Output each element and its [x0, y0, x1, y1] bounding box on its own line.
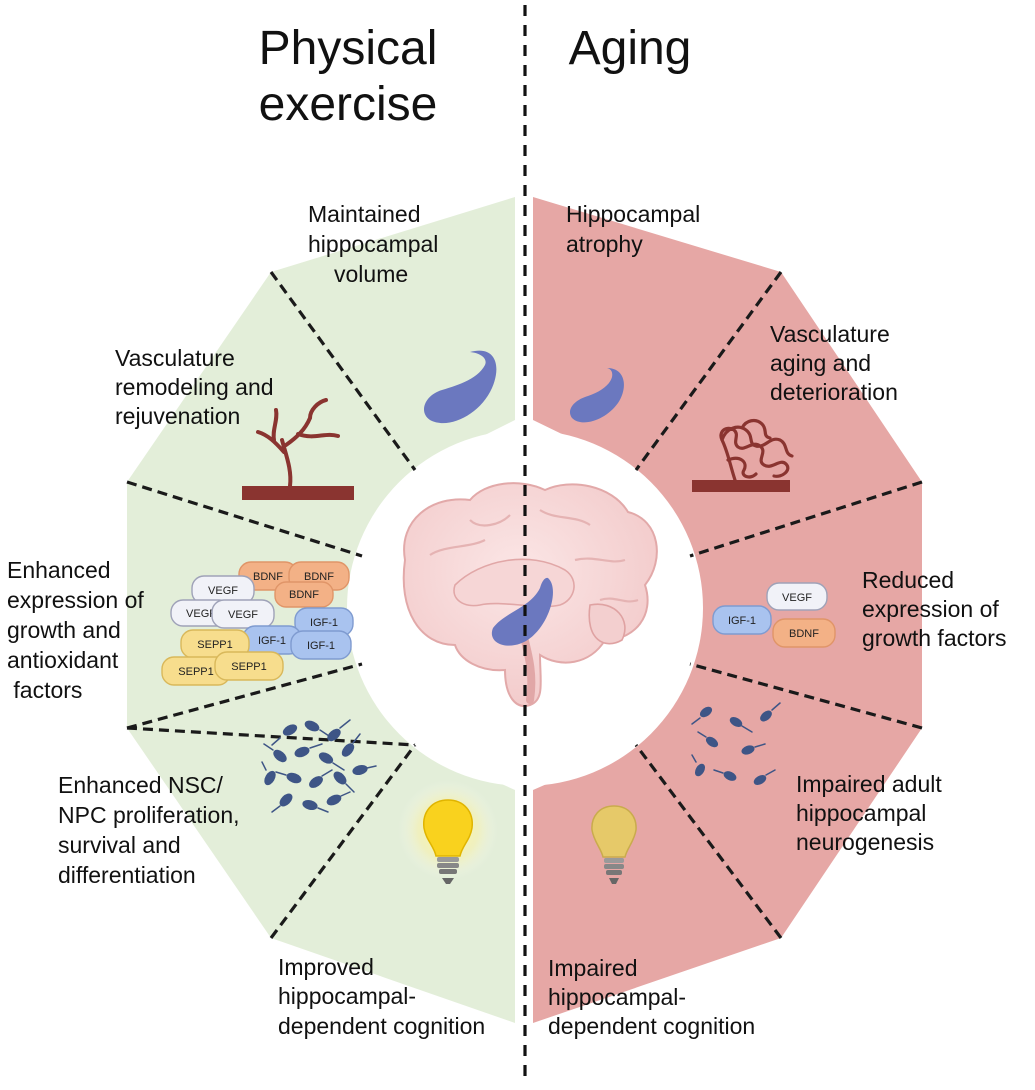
- factor-pills-exercise: BDNF BDNF BDNF VEGF VEGF VEGF IGF-1 IGF-…: [161, 561, 354, 686]
- svg-text:IGF-1: IGF-1: [258, 635, 286, 647]
- svg-text:BDNF: BDNF: [289, 589, 319, 601]
- title-exercise-line-2: exercise: [259, 78, 438, 131]
- label-exercise-neurogenesis-2: NPC proliferation,: [58, 802, 240, 828]
- label-exercise-neurogenesis-1: Enhanced NSC/: [58, 772, 224, 798]
- label-exercise-volume-1: Maintained: [308, 201, 421, 227]
- pill-bdnf-3: BDNF: [274, 581, 334, 608]
- hippocampus-icon-aging: [569, 368, 624, 423]
- label-exercise-volume-3: volume: [334, 261, 408, 287]
- svg-text:IGF-1: IGF-1: [728, 615, 756, 627]
- label-exercise-cognition-2: hippocampal-: [278, 983, 416, 1009]
- segment-exercise-vasculature: [127, 272, 415, 556]
- svg-text:SEPP1: SEPP1: [197, 639, 232, 651]
- label-aging-vasculature-2: aging and: [770, 350, 871, 376]
- title-aging: Aging: [569, 22, 692, 75]
- pill-vegf-3: VEGF: [211, 599, 275, 629]
- svg-text:BDNF: BDNF: [304, 571, 334, 583]
- label-aging-growth-2: expression of: [862, 596, 999, 622]
- pill-vegf-1: VEGF: [191, 575, 255, 605]
- label-exercise-volume-2: hippocampal: [308, 231, 438, 257]
- segment-dividers: [126, 271, 923, 939]
- lightbulb-icon-aging: [591, 805, 637, 884]
- pill-sepp1-2: SEPP1: [161, 656, 231, 686]
- svg-text:VEGF: VEGF: [208, 585, 238, 597]
- label-exercise-growth-2: expression of: [7, 587, 144, 613]
- label-exercise-cognition-3: dependent cognition: [278, 1013, 485, 1039]
- label-aging-neurogenesis-2: hippocampal: [796, 800, 926, 826]
- label-aging-growth-1: Reduced: [862, 567, 954, 593]
- label-aging-volume-1: Hippocampal: [566, 201, 700, 227]
- label-aging-cognition-3: dependent cognition: [548, 1013, 755, 1039]
- label-exercise-growth-4: antioxidant: [7, 647, 119, 673]
- label-exercise-neurogenesis-4: differentiation: [58, 862, 196, 888]
- label-exercise-vasculature-3: rejuvenation: [115, 403, 240, 429]
- label-exercise-growth-5: factors: [7, 677, 82, 703]
- label-aging-neurogenesis-1: Impaired adult: [796, 771, 942, 797]
- svg-text:SEPP1: SEPP1: [178, 666, 213, 678]
- svg-text:VEGF: VEGF: [186, 608, 216, 620]
- segment-aging-neurogenesis: [636, 664, 922, 938]
- label-aging-neurogenesis-3: neurogenesis: [796, 829, 934, 855]
- svg-text:BDNF: BDNF: [253, 571, 283, 583]
- label-aging-volume-2: atrophy: [566, 231, 643, 257]
- factor-pills-aging: VEGF IGF-1 BDNF: [712, 582, 836, 648]
- pill-sepp1-1: SEPP1: [180, 629, 250, 659]
- label-exercise-growth-1: Enhanced: [7, 557, 111, 583]
- label-aging-cognition-1: Impaired: [548, 955, 637, 981]
- label-exercise-neurogenesis-3: survival and: [58, 832, 181, 858]
- pill-sepp1-3: SEPP1: [214, 651, 284, 681]
- title-exercise-line-1: Physical: [259, 22, 438, 75]
- cells-icon-exercise: [261, 719, 377, 813]
- label-aging-vasculature-1: Vasculature: [770, 321, 890, 347]
- svg-text:BDNF: BDNF: [789, 628, 819, 640]
- cells-icon-aging: [691, 702, 781, 786]
- pill-bdnf-aging: BDNF: [772, 618, 836, 648]
- pill-igf-1: IGF-1: [294, 607, 354, 637]
- label-exercise-growth-3: growth and: [7, 617, 121, 643]
- svg-text:IGF-1: IGF-1: [307, 640, 335, 652]
- vessel-icon-exercise: [242, 398, 354, 500]
- lightbulb-icon-exercise: [398, 780, 498, 884]
- label-exercise-cognition-1: Improved: [278, 954, 374, 980]
- svg-text:SEPP1: SEPP1: [231, 661, 266, 673]
- label-exercise-vasculature-2: remodeling and: [115, 374, 274, 400]
- pill-vegf-aging: VEGF: [766, 582, 828, 611]
- label-aging-growth-3: growth factors: [862, 625, 1006, 651]
- vessel-icon-aging: [692, 418, 794, 492]
- pill-igf-aging: IGF-1: [712, 605, 772, 635]
- hippocampus-icon-exercise: [423, 350, 497, 424]
- svg-text:VEGF: VEGF: [228, 609, 258, 621]
- brain-hippocampus-icon: [491, 577, 553, 646]
- pill-igf-3: IGF-1: [290, 630, 352, 660]
- svg-text:IGF-1: IGF-1: [310, 617, 338, 629]
- svg-text:VEGF: VEGF: [782, 592, 812, 604]
- label-aging-cognition-2: hippocampal-: [548, 984, 686, 1010]
- label-aging-vasculature-3: deterioration: [770, 379, 898, 405]
- label-exercise-vasculature-1: Vasculature: [115, 345, 235, 371]
